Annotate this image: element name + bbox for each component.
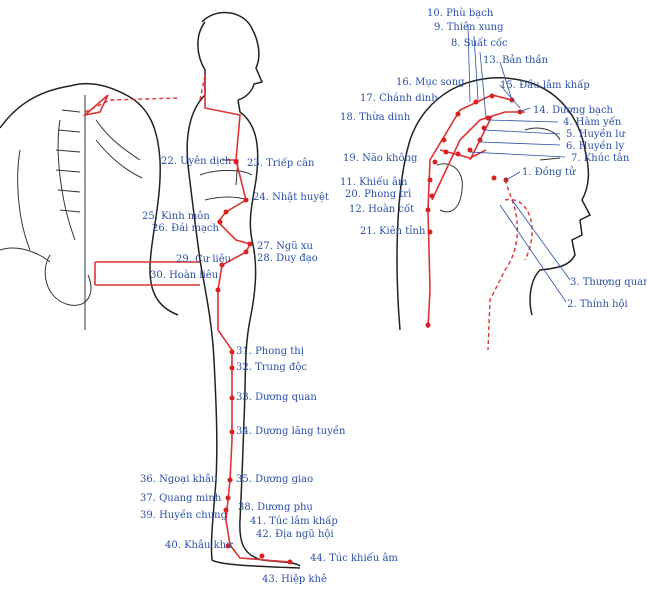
point-label-19: 19. Não không (343, 153, 418, 164)
point-label-31: 31. Phong thị (236, 346, 304, 357)
point-label-34: 34. Dương lăng tuyền (236, 426, 346, 437)
point-label-20: 20. Phong trì (345, 189, 412, 200)
point-label-3: 3. Thượng quan (570, 277, 647, 288)
point-label-8: 8. Suất cốc (451, 38, 508, 49)
point-label-42: 42. Địa ngũ hội (256, 529, 334, 540)
point-label-43: 43. Hiệp khê (262, 574, 327, 585)
point-label-6: 6. Huyền ly (566, 141, 625, 152)
point-label-17: 17. Chánh dinh (360, 93, 438, 104)
point-label-32: 32. Trung độc (236, 362, 308, 373)
point-label-1: 1. Đồng tử (522, 167, 576, 178)
head-points (425, 93, 523, 328)
point-label-33: 33. Dương quan (236, 392, 317, 403)
point-label-41: 41. Túc lâm khấp (250, 516, 338, 527)
point-label-9: 9. Thiên xung (434, 22, 504, 33)
point-label-14: 14. Dương bạch (533, 105, 613, 116)
point-label-39: 39. Huyền chung (140, 510, 227, 521)
point-label-37: 37. Quang minh (140, 493, 222, 504)
point-label-28: 28. Duy đạo (257, 253, 318, 264)
point-label-27: 27. Ngũ xu (257, 241, 313, 252)
point-label-18: 18. Thừa dinh (340, 112, 411, 123)
point-label-12: 12. Hoàn cốt (349, 204, 415, 215)
point-label-10: 10. Phù bạch (427, 8, 494, 19)
point-label-22: 22. Uyên dịch (161, 156, 232, 167)
point-label-25: 25. Kinh môn (142, 211, 210, 222)
point-label-26: 26. Đái mạch (152, 223, 219, 234)
point-label-44: 44. Túc khiếu âm (310, 553, 398, 564)
point-label-11: 11. Khiếu âm (340, 177, 408, 188)
side-body-figure (186, 11, 301, 569)
head-figure (396, 77, 592, 351)
point-label-16: 16. Mục song (396, 77, 465, 88)
point-label-5: 5. Huyền lư (566, 129, 625, 140)
point-label-7: 7. Khúc tân (571, 153, 630, 164)
point-label-2: 2. Thính hội (567, 299, 628, 310)
point-label-40: 40. Khâu khư (165, 540, 233, 551)
body-points (215, 159, 293, 565)
point-label-29: 29. Cư liêu (176, 254, 232, 265)
point-label-24: 24. Nhật huyệt (253, 192, 329, 203)
point-label-38: 38. Dương phụ (238, 502, 313, 513)
back-body-figure (0, 82, 200, 330)
point-label-35: 35. Dương giao (236, 474, 314, 485)
point-label-4: 4. Hàm yến (563, 117, 622, 128)
point-label-15: 15. Đầu lâm khấp (500, 80, 590, 91)
point-label-21: 21. Kiên tỉnh (360, 226, 426, 237)
point-label-23: 23. Triếp cân (247, 158, 315, 169)
point-label-36: 36. Ngoại khâu (140, 474, 218, 485)
point-label-30: 30. Hoàn liêu (150, 270, 219, 281)
point-label-13: 13. Bản thần (483, 55, 549, 66)
head-leader-lines (467, 23, 571, 303)
